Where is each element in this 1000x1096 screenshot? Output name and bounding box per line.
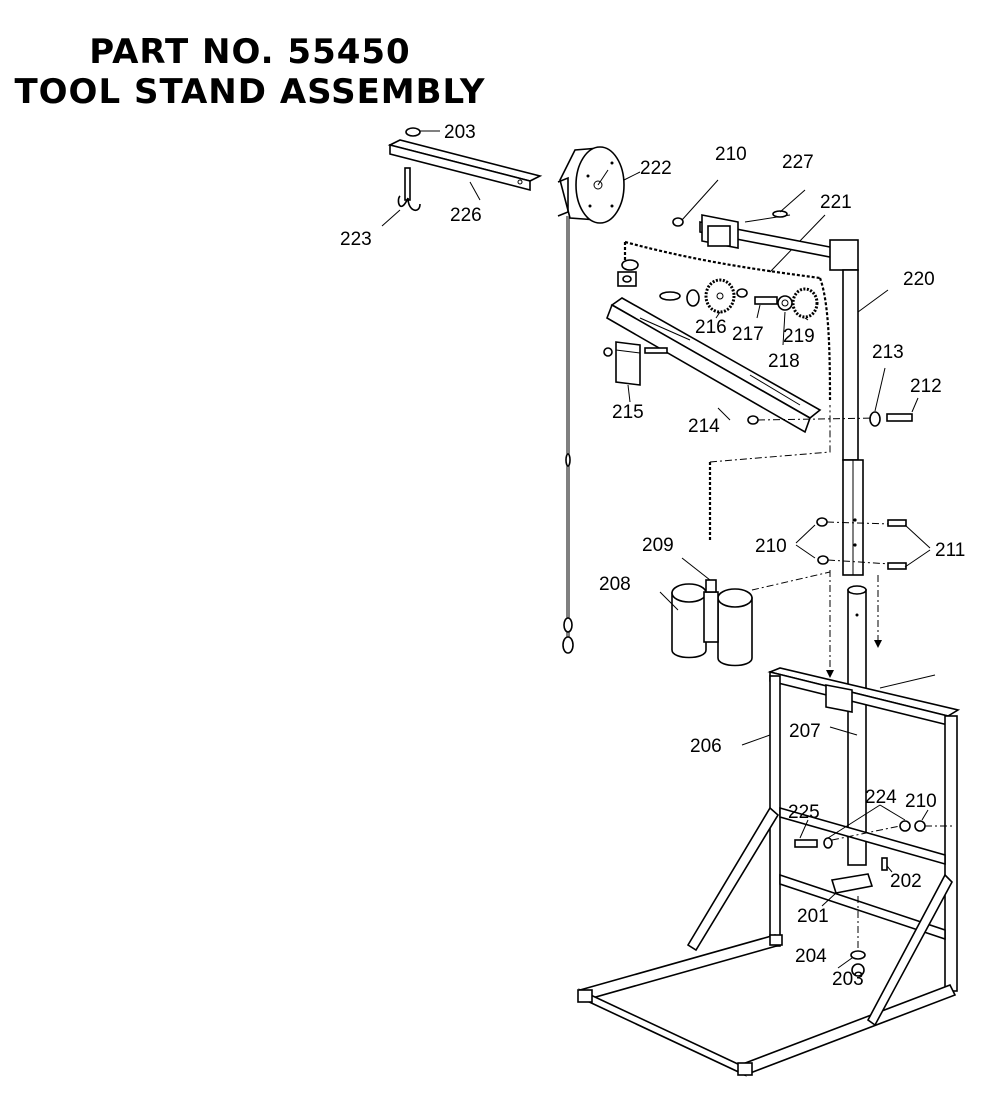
- callout-201: 201: [797, 906, 829, 927]
- callout-216: 216: [695, 317, 727, 338]
- callout-224: 224: [865, 787, 897, 808]
- part-215-bracket: [603, 341, 668, 403]
- callout-210-low: 210: [905, 791, 937, 812]
- part-226-bar: [387, 139, 543, 192]
- callout-211: 211: [935, 540, 965, 561]
- part-208-tool-holder: [659, 583, 753, 667]
- callout-227: 227: [782, 152, 814, 173]
- callout-203-top: 203: [444, 122, 476, 143]
- part-201-204-base-fasteners: [821, 857, 893, 977]
- part-207-lower-mast: [826, 570, 882, 866]
- part-number-title: PART NO. 55450: [89, 32, 411, 72]
- callout-210-mid: 210: [755, 536, 787, 557]
- part-210-211-fasteners: [795, 517, 931, 570]
- callout-222: 222: [640, 158, 672, 179]
- callout-203-bottom: 203: [832, 969, 864, 990]
- callout-218: 218: [768, 351, 800, 372]
- chain-connector-parts: [617, 259, 639, 287]
- callout-221: 221: [820, 192, 852, 213]
- callout-labels: 203 226 223 222 210 227 221 220 216 217 …: [340, 122, 965, 990]
- callout-214: 214: [688, 416, 720, 437]
- callout-225: 225: [788, 802, 820, 823]
- assembly-name-title: TOOL STAND ASSEMBLY: [14, 72, 486, 112]
- callout-204: 204: [795, 946, 827, 967]
- callout-223: 223: [340, 229, 372, 250]
- part-209-clip: [681, 557, 831, 593]
- callout-212: 212: [910, 376, 942, 397]
- part-223-hook: [381, 167, 481, 227]
- part-227-top-bracket: [672, 179, 806, 249]
- callout-208: 208: [599, 574, 631, 595]
- callout-217: 217: [732, 324, 764, 345]
- callout-213: 213: [872, 342, 904, 363]
- part-216-sprocket: [659, 278, 748, 319]
- callout-210-top: 210: [715, 144, 747, 165]
- part-224-225-fasteners: [794, 804, 955, 849]
- callout-206: 206: [690, 736, 722, 757]
- part-222-winch: [557, 146, 641, 654]
- callout-209: 209: [642, 535, 674, 556]
- part-214-arm: [606, 297, 881, 434]
- part-206-frame: [577, 667, 961, 1077]
- part-220-upper-mast: [699, 221, 889, 576]
- part-212-213-bolt: [869, 367, 919, 427]
- callout-215: 215: [612, 402, 644, 423]
- diagram-title: PART NO. 55450 TOOL STAND ASSEMBLY: [0, 32, 500, 112]
- callout-207: 207: [789, 721, 821, 742]
- callout-226: 226: [450, 205, 482, 226]
- callout-202: 202: [890, 871, 922, 892]
- callout-219: 219: [783, 326, 815, 347]
- callout-220: 220: [903, 269, 935, 290]
- part-203-top-nut: [405, 127, 440, 137]
- part-217-219-shaft-set: [754, 287, 819, 346]
